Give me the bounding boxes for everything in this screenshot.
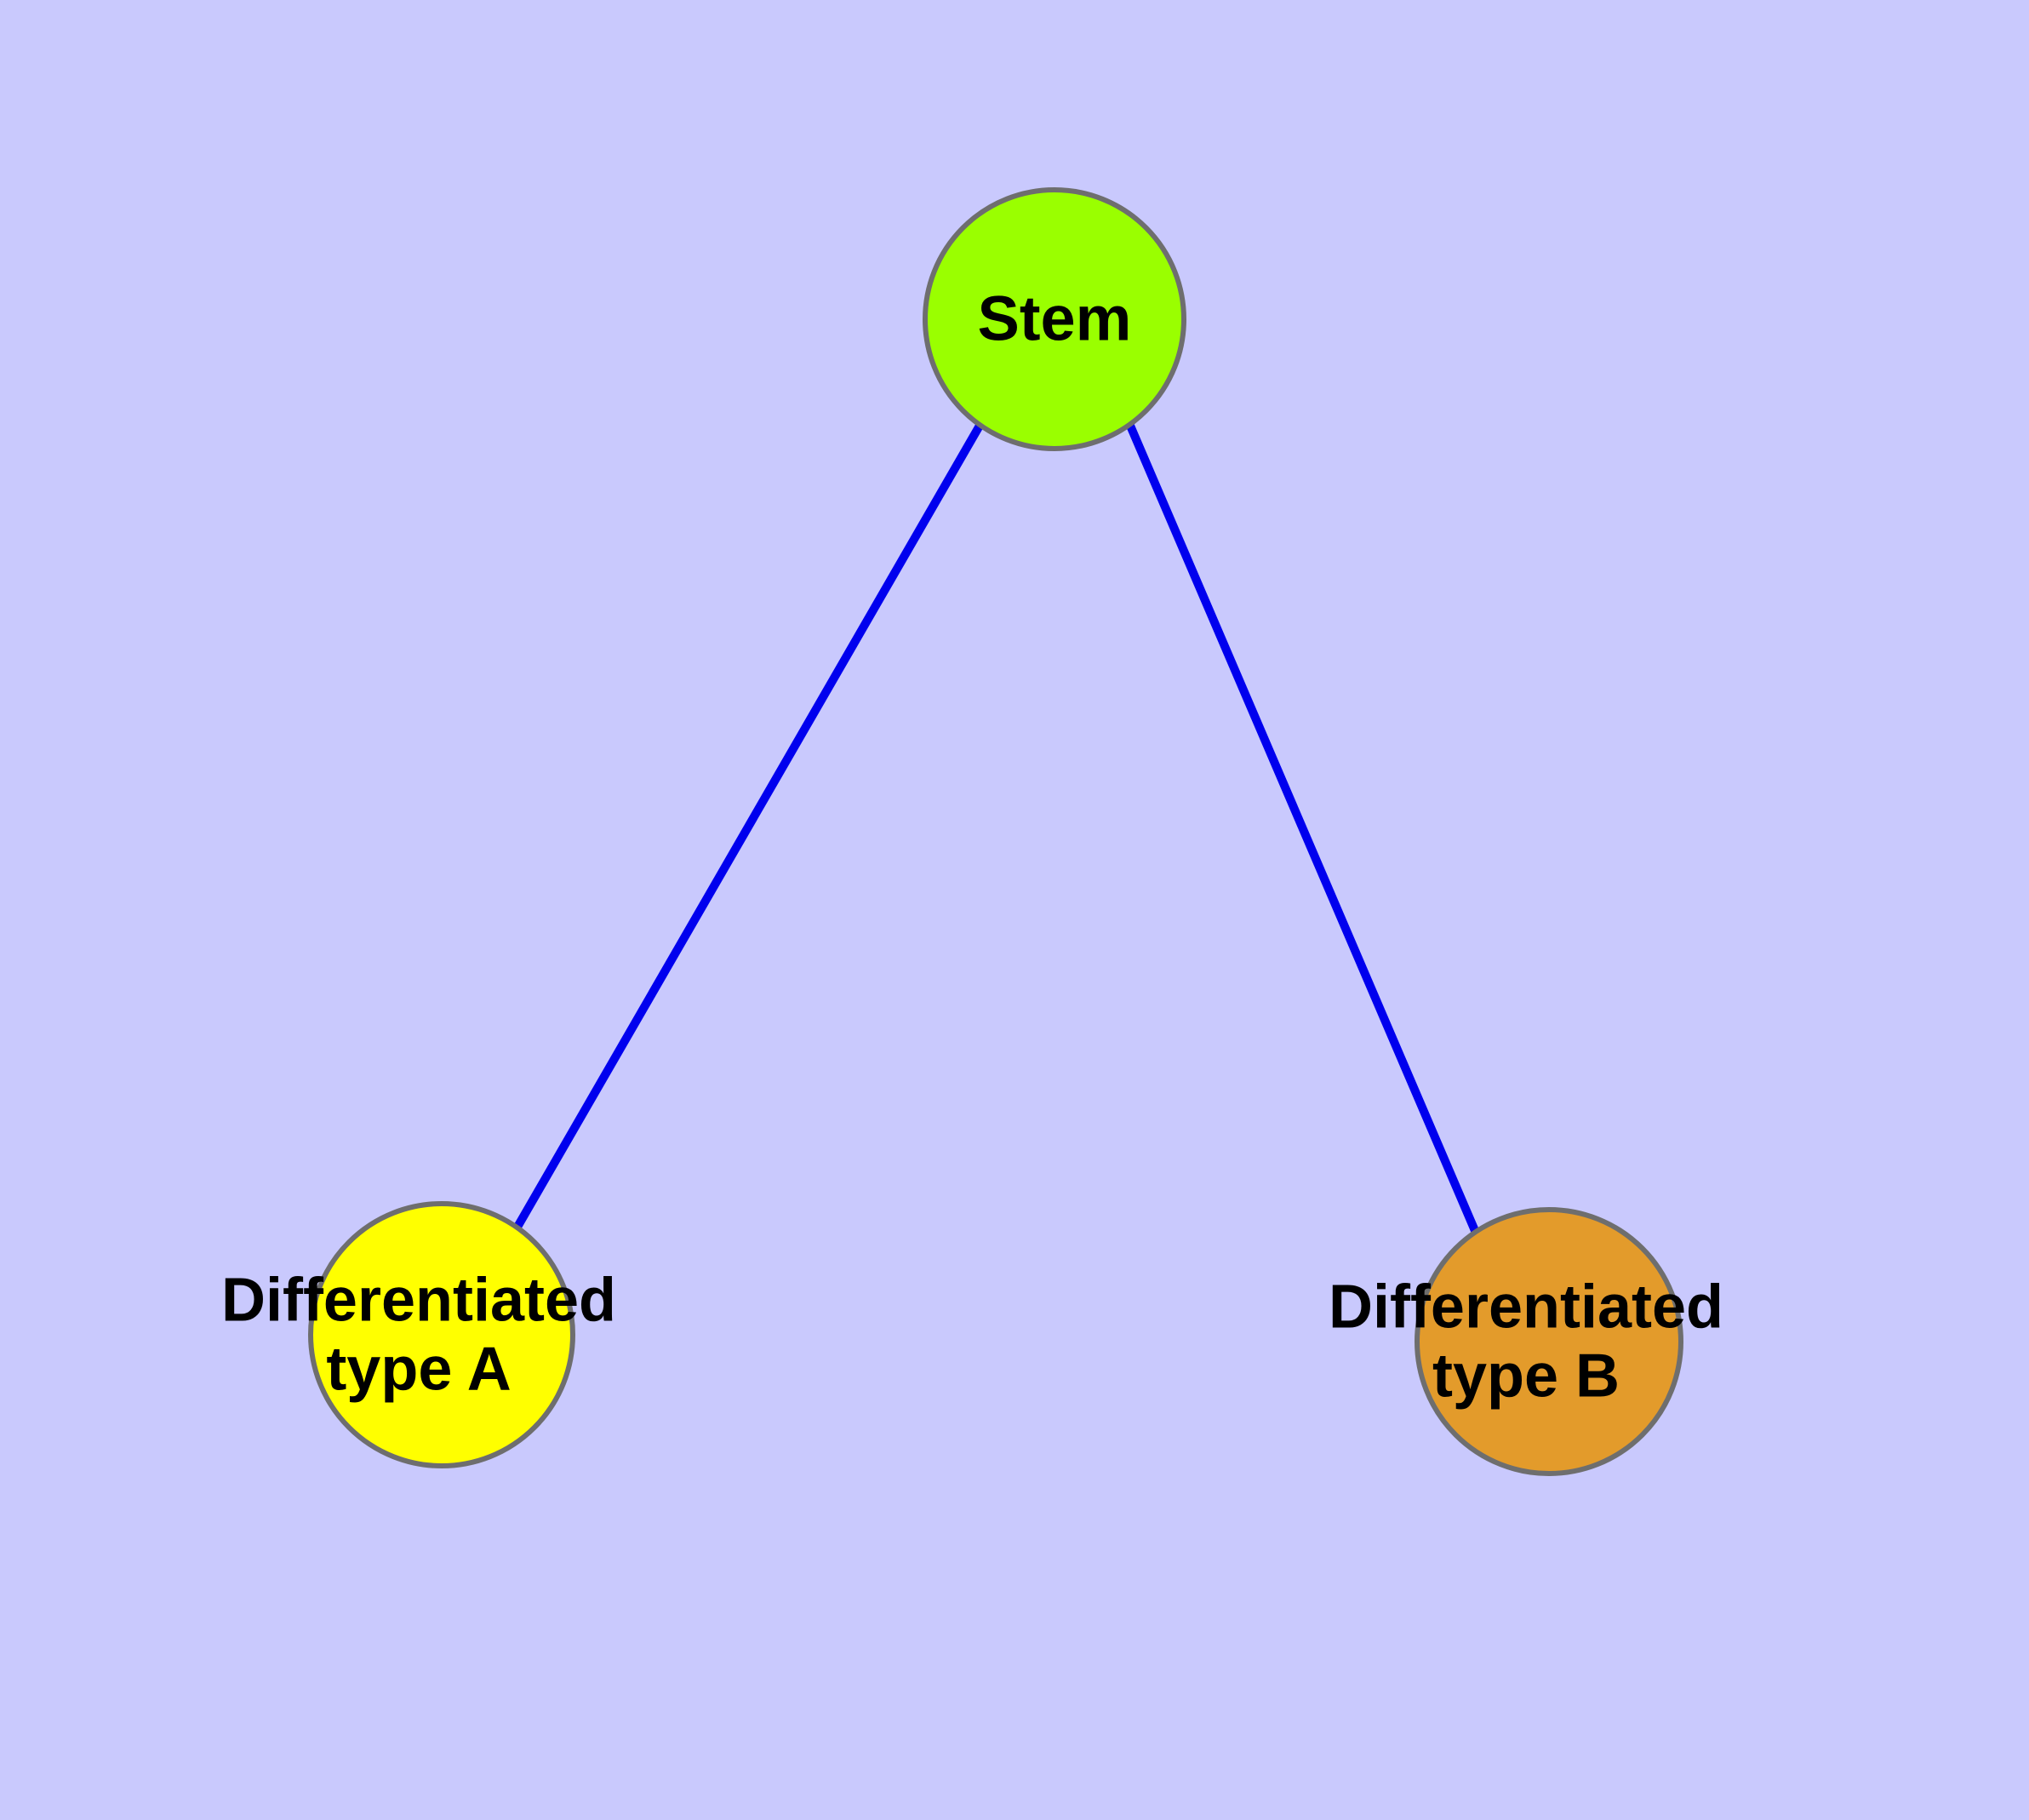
node-stem[interactable] xyxy=(923,187,1186,451)
edge-stem-to-diff-b[interactable] xyxy=(1126,424,1480,1234)
edges-layer xyxy=(512,423,1480,1234)
node-diff_b[interactable] xyxy=(1415,1207,1683,1476)
node-diff_a[interactable] xyxy=(308,1201,575,1468)
nodes-layer xyxy=(308,187,1683,1476)
edge-stem-to-diff-a[interactable] xyxy=(512,423,984,1231)
